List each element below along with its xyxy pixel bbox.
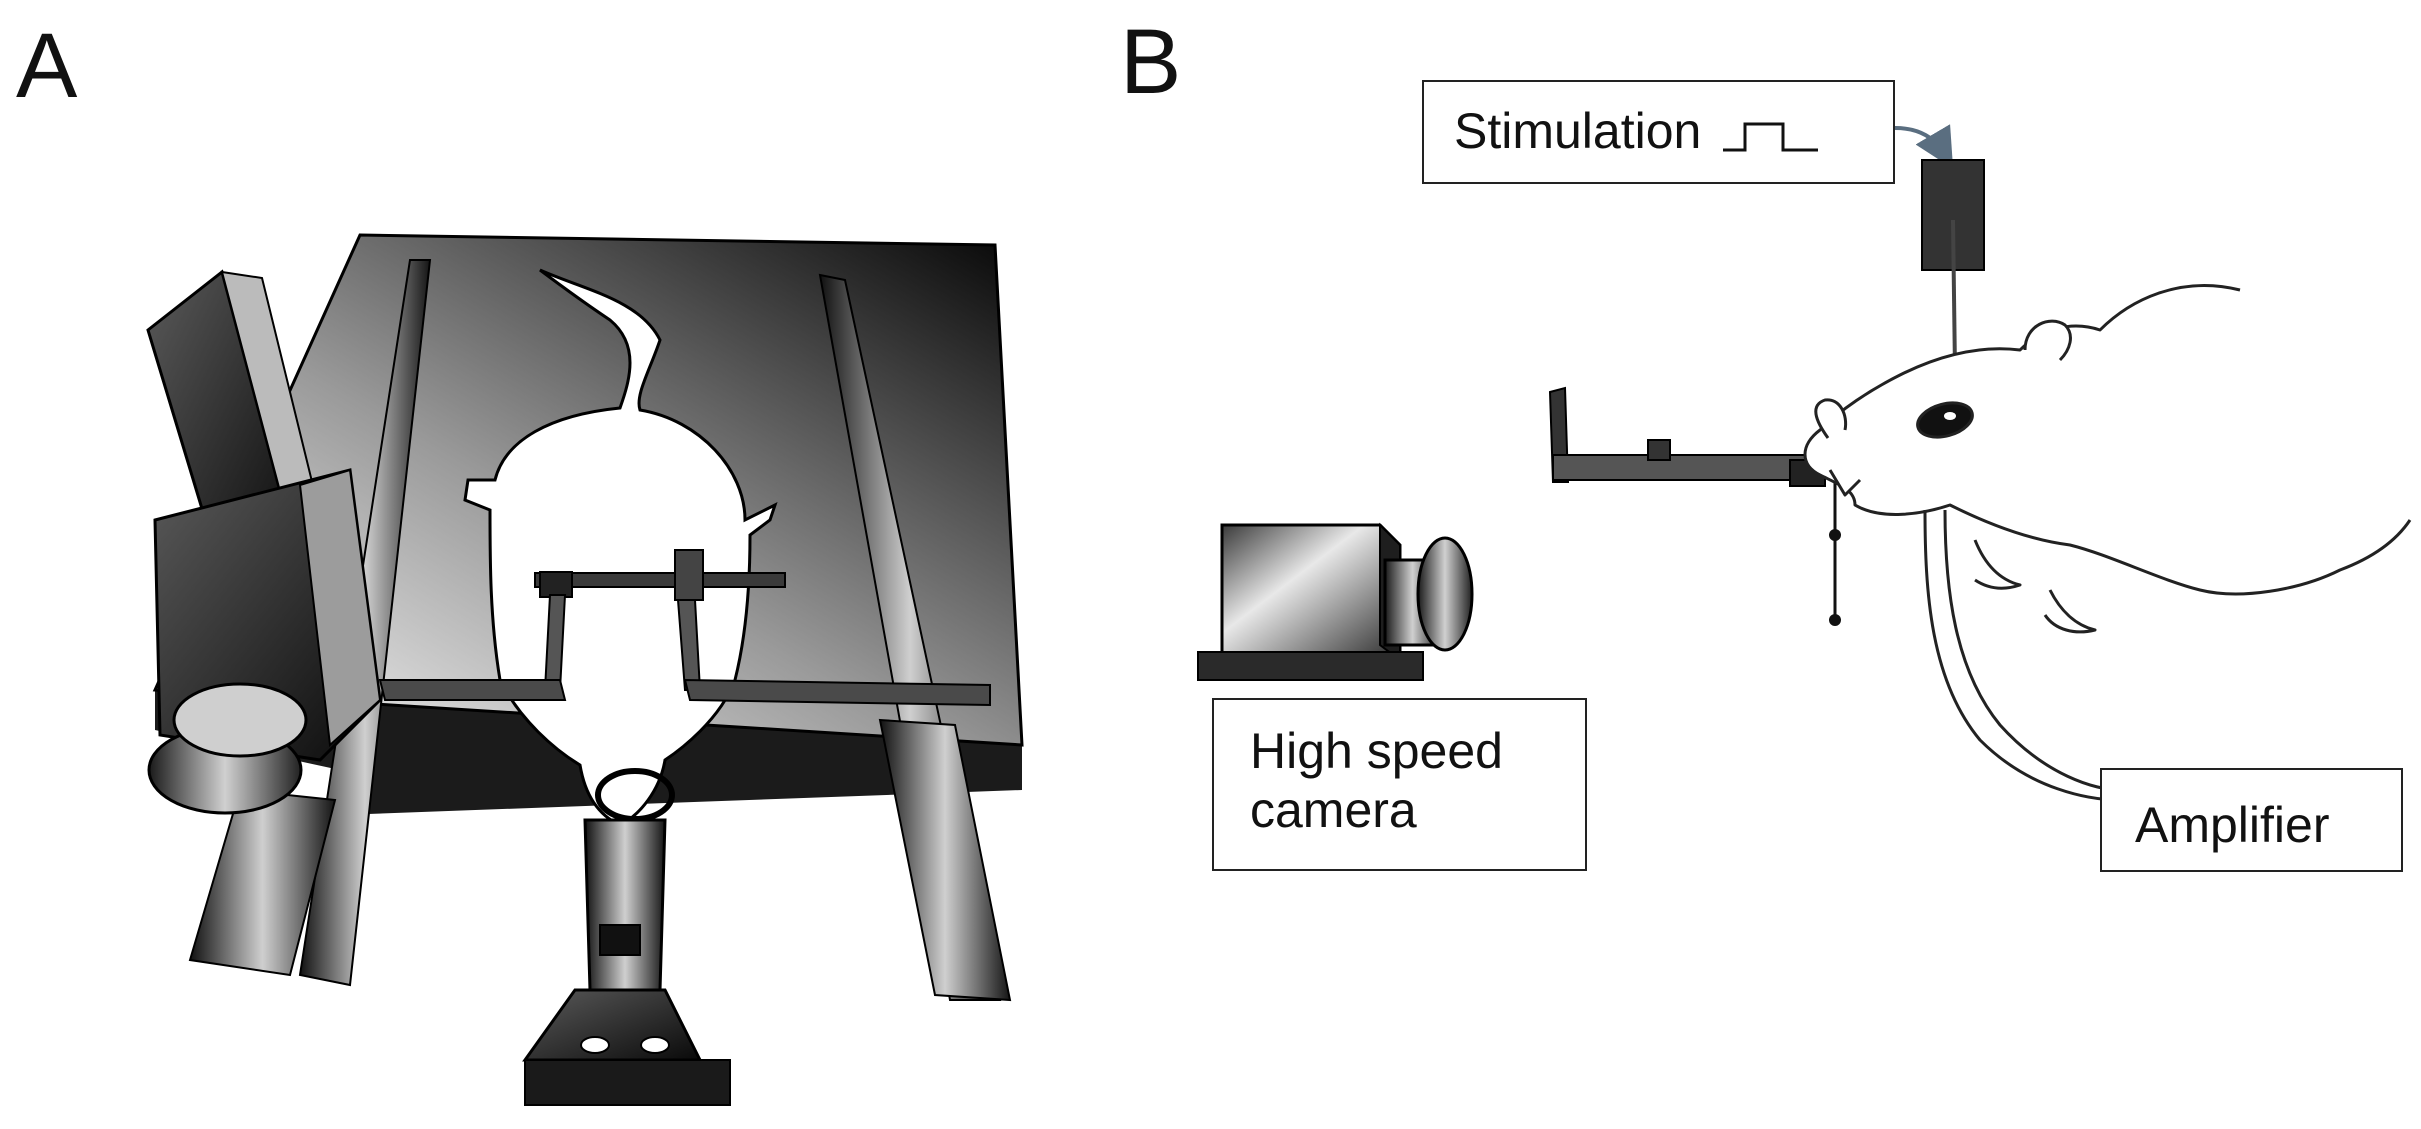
panel-b	[1197, 124, 2412, 802]
mount-block-light	[298, 468, 382, 748]
panel-label-a: A	[16, 15, 78, 117]
camera-label-line2: camera	[1250, 782, 1417, 838]
rail-left-lower	[188, 788, 337, 977]
stimulation-electrode	[1951, 219, 1957, 371]
head-bar-frame	[378, 549, 991, 707]
rail-right-lower	[878, 718, 1012, 1002]
stimulation-label: Stimulation	[1454, 103, 1702, 159]
rat-side-view	[1803, 284, 2412, 802]
square-pulse-icon	[1723, 122, 1819, 152]
stand	[522, 818, 731, 1106]
camera-label-box: High speed camera	[1212, 698, 1587, 871]
head-fixation-bar	[1548, 386, 1826, 487]
knob-upper	[172, 682, 308, 758]
panel-a	[146, 233, 1024, 1106]
amplifier-label: Amplifier	[2135, 797, 2330, 853]
panel-label-b: B	[1120, 11, 1182, 113]
recording-electrode	[1829, 480, 1841, 626]
camera-label-line1: High speed	[1250, 723, 1503, 779]
stimulation-label-box: Stimulation	[1422, 80, 1895, 184]
high-speed-camera	[1197, 522, 1474, 681]
amplifier-label-box: Amplifier	[2100, 768, 2403, 872]
stimulation-arrow-icon	[1894, 124, 1954, 169]
